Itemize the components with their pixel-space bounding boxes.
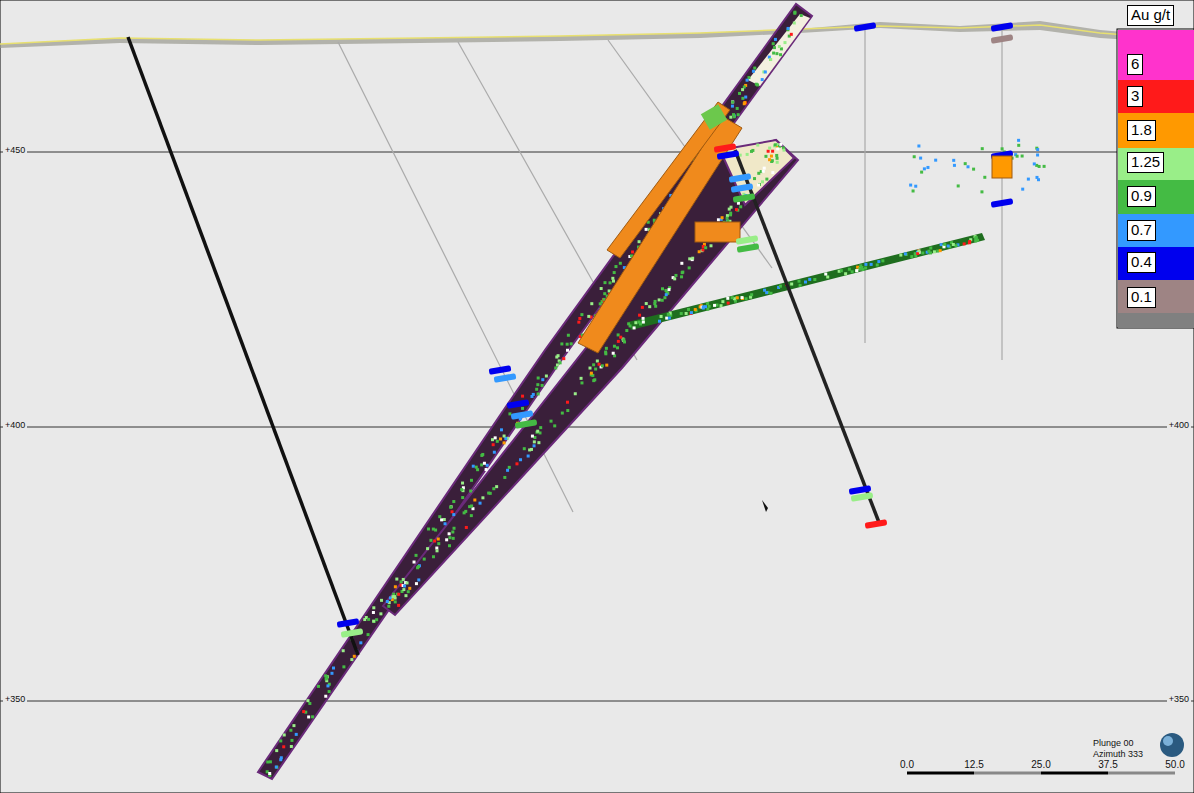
- legend-swatch: [1118, 180, 1194, 214]
- legend-value: 1.8: [1127, 120, 1156, 141]
- legend-swatch: [1118, 214, 1194, 247]
- legend-value: 3: [1127, 86, 1143, 107]
- view-azimuth: Azimuth 333: [1093, 750, 1143, 759]
- legend-swatch: [1118, 148, 1194, 180]
- legend-title: Au g/t: [1127, 5, 1174, 26]
- elevation-label: +450: [3, 146, 27, 155]
- elevation-label: +400: [3, 421, 27, 430]
- elevation-label: +400: [1167, 421, 1191, 430]
- scale-value: 0.0: [900, 760, 914, 770]
- scale-value: 37.5: [1098, 760, 1117, 770]
- legend-value: 0.1: [1127, 287, 1156, 308]
- view-plunge: Plunge 00: [1093, 739, 1134, 748]
- legend-swatch: [1118, 113, 1194, 148]
- legend-swatch: [1118, 247, 1194, 280]
- legend-value: 0.4: [1127, 252, 1156, 273]
- elevation-label: +350: [1167, 695, 1191, 704]
- legend-swatch: [1118, 280, 1194, 313]
- legend-swatch: [1118, 80, 1194, 113]
- scale-value: 25.0: [1031, 760, 1050, 770]
- legend-value: 6: [1127, 54, 1143, 75]
- legend-value: 0.7: [1127, 220, 1156, 241]
- legend-value: 1.25: [1127, 152, 1164, 173]
- legend-value: 0.9: [1127, 186, 1156, 207]
- legend-swatch: [1118, 30, 1194, 80]
- scale-value: 50.0: [1165, 760, 1184, 770]
- scale-value: 12.5: [964, 760, 983, 770]
- elevation-label: +350: [3, 695, 27, 704]
